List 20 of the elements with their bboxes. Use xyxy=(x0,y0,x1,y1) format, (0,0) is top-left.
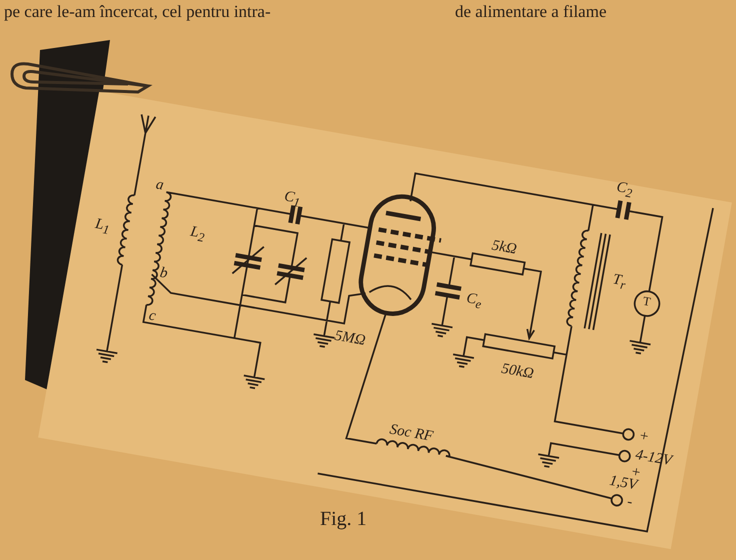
component-label: c xyxy=(148,307,157,324)
terminal-label: + xyxy=(638,428,650,444)
component-label: L$_{1}$ xyxy=(94,216,112,237)
component-label: T$_{r}$ xyxy=(611,271,628,292)
article-text: pe care le-am încercat, cel pentru intra- xyxy=(4,2,271,22)
component-label: C$_{1}$ xyxy=(282,188,302,210)
terminal-label: 4-12V xyxy=(634,446,673,468)
component-label: 5kΩ xyxy=(490,237,518,256)
article-text: de alimentare a filame xyxy=(455,2,606,22)
component-label: C$_{e}$ xyxy=(464,290,484,312)
component-label: 50kΩ xyxy=(500,360,535,381)
component-label: Soc RF xyxy=(388,421,434,444)
component-label: 5MΩ xyxy=(334,328,367,348)
terminal-label: - xyxy=(626,493,634,510)
component-label: b xyxy=(158,264,169,281)
component-label: L$_{2}$ xyxy=(188,223,206,245)
figure-caption: Fig. 1 xyxy=(320,508,367,531)
component-label: C$_{2}$ xyxy=(614,178,634,200)
component-label: a xyxy=(154,176,165,192)
earphone-label: T xyxy=(642,296,652,310)
